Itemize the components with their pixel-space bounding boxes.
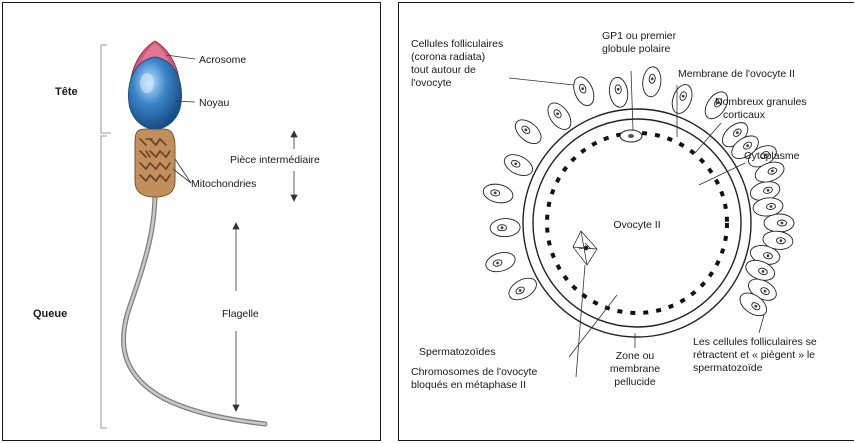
follicle-cell	[484, 249, 518, 275]
retract-label-2: rétractent et « piègent » le	[693, 349, 815, 361]
membrane-label: Membrane de l'ovocyte II	[678, 68, 795, 80]
granules-label-2: corticaux	[723, 109, 766, 121]
polar-body-label-1: GP1 ou premier	[602, 30, 677, 42]
oocyte-diagram: Ovocyte II Cellules folliculaires (coron…	[399, 3, 854, 440]
follicle-cell	[490, 218, 521, 237]
sperm-label: Spermatozoïdes	[419, 346, 495, 358]
nucleus-shape	[129, 57, 182, 129]
follicle-cell	[641, 66, 662, 98]
sperm-diagram-panel: Tête Queue	[2, 2, 381, 441]
midpiece-shape	[135, 129, 175, 197]
granules-label-1: Nombreux granules	[715, 96, 807, 108]
retract-label-3: spermatozoïde	[693, 362, 763, 374]
flagellum-label: Flagelle	[222, 308, 259, 320]
cytoplasm-label: Cytoplasme	[744, 150, 800, 162]
follicle-cell	[511, 115, 546, 148]
chromosomes-label-1: Chromosomes de l'ovocyte	[411, 366, 537, 378]
follicle-cell	[543, 99, 575, 134]
follicle-cell	[669, 82, 696, 116]
follicle-cell	[764, 214, 794, 232]
follicle-cells-label-4: l'ovocyte	[411, 77, 452, 89]
sperm-diagram: Tête Queue	[3, 3, 380, 440]
follicle-cell	[505, 274, 540, 305]
zona-label-3: pellucide	[614, 376, 656, 388]
nucleus-label: Noyau	[199, 97, 230, 109]
head-region-label: Tête	[55, 86, 78, 98]
zona-label-1: Zone ou	[616, 350, 655, 362]
oocyte-diagram-panel: Ovocyte II Cellules folliculaires (coron…	[398, 2, 854, 441]
retract-label-1: Les cellules folliculaires se	[693, 336, 817, 348]
chromosomes-label-2: bloqués en métaphase II	[411, 379, 526, 391]
follicle-cells-label-3: tout autour de	[411, 64, 476, 76]
follicle-cell	[608, 76, 630, 108]
follicle-cells-label-2: (corona radiata)	[411, 51, 485, 63]
zona-label-2: membrane	[610, 363, 660, 375]
tail-bracket	[101, 136, 107, 428]
acrosome-label: Acrosome	[199, 54, 246, 66]
follicle-cell	[570, 74, 598, 109]
midpiece-label: Pièce intermédiaire	[230, 154, 320, 166]
head-bracket	[101, 45, 111, 133]
follicle-cells-label-1: Cellules folliculaires	[411, 38, 503, 50]
oocyte-center-label: Ovocyte II	[613, 219, 660, 231]
mitochondria-label: Mitochondries	[191, 178, 256, 190]
polar-body-label-2: globule polaire	[602, 43, 670, 55]
follicle-cell	[501, 150, 536, 179]
tail-region-label: Queue	[33, 308, 67, 320]
sperm-head	[129, 41, 182, 129]
follicle-cell	[482, 182, 515, 206]
